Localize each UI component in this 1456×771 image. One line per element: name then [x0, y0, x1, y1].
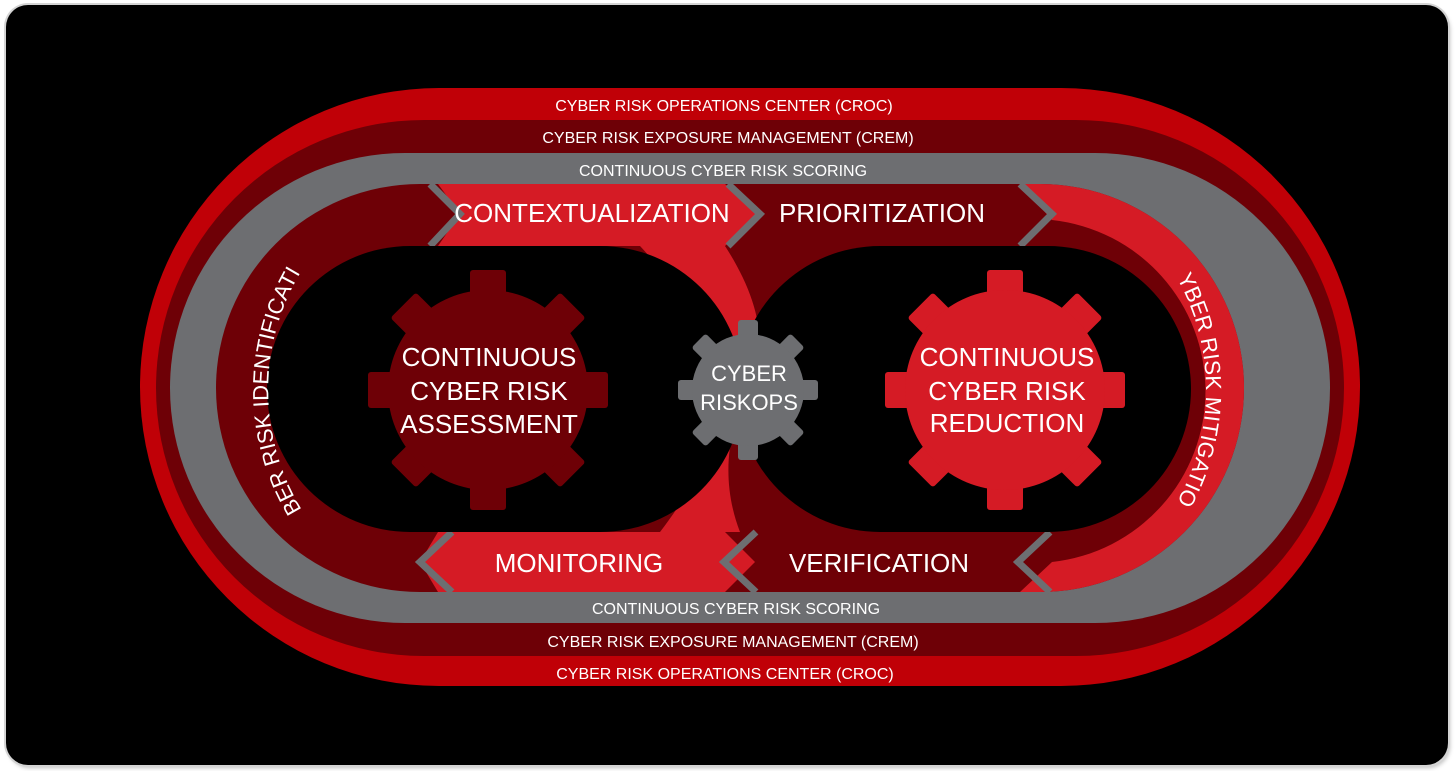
assessment-gear — [368, 270, 608, 510]
riskops-line-1: CYBER — [711, 361, 787, 386]
gear-tooth — [470, 484, 506, 510]
reduction-line-1: CONTINUOUS — [920, 342, 1095, 372]
gear-tooth — [885, 372, 911, 408]
assessment-line-1: CONTINUOUS — [402, 342, 577, 372]
gear-tooth — [542, 293, 585, 336]
loop-crossing — [640, 246, 760, 532]
mitigation-segment — [1020, 184, 1244, 592]
stage-contextualization: CONTEXTUALIZATION — [454, 198, 729, 228]
scoring-label-top: CONTINUOUS CYBER RISK SCORING — [579, 163, 867, 180]
chevron-1 — [427, 181, 465, 249]
scoring-label-bottom: CONTINUOUS CYBER RISK SCORING — [592, 601, 880, 618]
gear-tooth — [987, 270, 1023, 296]
reduction-line-3: REDUCTION — [930, 408, 1085, 438]
crem-label-top: CYBER RISK EXPOSURE MANAGEMENT (CREM) — [542, 130, 913, 147]
gear-tooth — [391, 293, 434, 336]
assessment-line-3: ASSESSMENT — [400, 409, 578, 439]
contextualization-segment — [438, 184, 760, 246]
chevron-4 — [1012, 529, 1053, 595]
gear-tooth — [368, 372, 394, 408]
gear-body — [905, 290, 1105, 490]
crem-label-bottom: CYBER RISK EXPOSURE MANAGEMENT (CREM) — [547, 634, 918, 651]
gear-tooth — [908, 444, 951, 487]
monitoring-segment — [420, 532, 755, 592]
chevron-2 — [725, 181, 766, 249]
reduction-line-2: CYBER RISK — [928, 376, 1086, 406]
stage-verification: VERIFICATION — [789, 548, 969, 578]
gear-body — [388, 290, 588, 490]
gear-tooth — [582, 372, 608, 408]
reduction-gear — [885, 270, 1125, 510]
gear-tooth — [391, 444, 434, 487]
gear-body — [692, 334, 804, 446]
riskops-line-2: RISKOPS — [700, 390, 798, 415]
gear-tooth — [542, 444, 585, 487]
chevron-6 — [414, 529, 455, 595]
assessment-line-2: CYBER RISK — [410, 376, 568, 406]
riskops-gear — [678, 320, 818, 460]
gear-tooth — [1059, 444, 1102, 487]
chevron-3 — [1017, 181, 1058, 249]
chevron-5 — [718, 529, 759, 595]
croc-label-bottom: CYBER RISK OPERATIONS CENTER (CROC) — [556, 666, 894, 683]
gear-tooth — [1059, 293, 1102, 336]
stage-prioritization: PRIORITIZATION — [779, 198, 985, 228]
gear-tooth — [1099, 372, 1125, 408]
gear-tooth — [470, 270, 506, 296]
gear-tooth — [908, 293, 951, 336]
gear-tooth — [987, 484, 1023, 510]
stage-monitoring: MONITORING — [495, 548, 664, 578]
croc-label-top: CYBER RISK OPERATIONS CENTER (CROC) — [555, 98, 893, 115]
